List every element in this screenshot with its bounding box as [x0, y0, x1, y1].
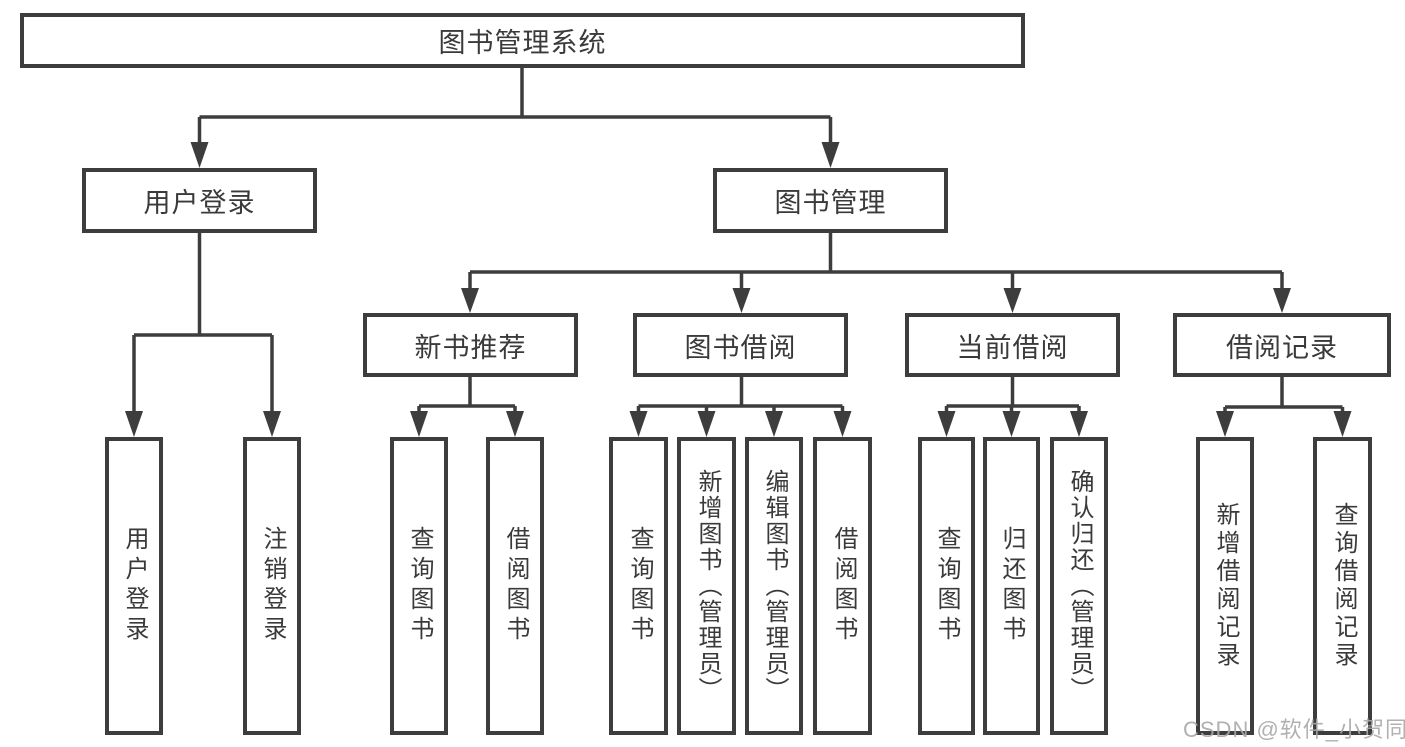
leaf-nb-borrow-books: 借阅图书 — [486, 437, 544, 735]
leaf-logout: 注销登录 — [243, 437, 301, 735]
watermark: CSDN @软件_小贺同学 — [1183, 717, 1405, 742]
leaf-nb-query-books: 查询图书 — [390, 437, 448, 735]
leaf-bb-add-books-admin: 新增图书（管理员） — [677, 437, 736, 735]
arrowheads — [125, 142, 1352, 437]
leaf-bb-query-books: 查询图书 — [609, 437, 668, 735]
node-user-login: 用户登录 — [82, 168, 317, 233]
leaf-bb-edit-books-admin: 编辑图书（管理员） — [745, 437, 803, 735]
leaf-br-add-record: 新增借阅记录 — [1196, 437, 1254, 735]
node-book-management: 图书管理 — [713, 168, 948, 233]
leaf-user-login: 用户登录 — [105, 437, 163, 735]
connector-lines — [132, 68, 1345, 419]
leaf-cb-query-books: 查询图书 — [918, 437, 975, 735]
node-root: 图书管理系统 — [20, 13, 1025, 68]
node-new-book-recommend: 新书推荐 — [363, 313, 578, 377]
leaf-cb-confirm-return-admin: 确认归还（管理员） — [1050, 437, 1108, 735]
node-book-borrow: 图书借阅 — [633, 313, 848, 377]
leaf-cb-return-books: 归还图书 — [983, 437, 1040, 735]
leaf-bb-borrow-books: 借阅图书 — [813, 437, 872, 735]
node-borrow-records: 借阅记录 — [1173, 313, 1391, 377]
leaf-br-query-record: 查询借阅记录 — [1313, 437, 1372, 735]
node-current-borrow: 当前借阅 — [905, 313, 1120, 377]
